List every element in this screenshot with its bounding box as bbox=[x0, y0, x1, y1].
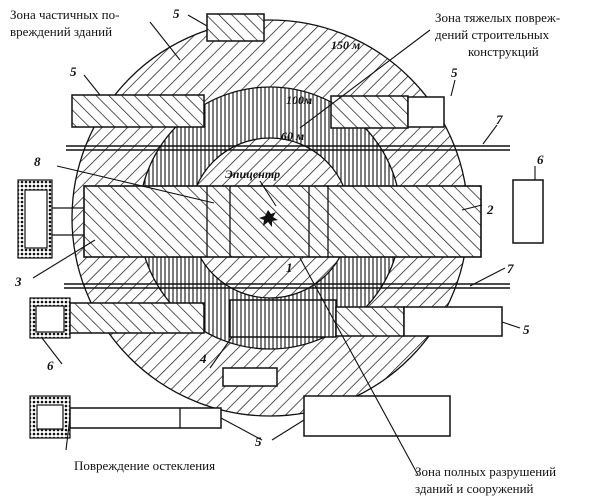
callout-5-lower-right: 5 bbox=[523, 322, 530, 337]
callout-7-lower: 7 bbox=[507, 261, 514, 276]
central-building bbox=[83, 185, 482, 258]
callout-5-upper-right: 5 bbox=[451, 65, 458, 80]
total-zone-caption: Зона полных разрушений зданий и сооружен… bbox=[415, 464, 559, 496]
building-bottom-small bbox=[222, 367, 278, 387]
building-lower-right bbox=[335, 306, 405, 337]
callout-7-upper: 7 bbox=[496, 112, 503, 127]
callout-6-right: 6 bbox=[537, 152, 544, 167]
building-lower-left bbox=[69, 302, 205, 334]
callout-5-bottom: 5 bbox=[255, 434, 262, 449]
epicenter-star-icon bbox=[259, 210, 278, 227]
radius-label-60: 60 м bbox=[281, 129, 304, 143]
radius-label-150: 150 м bbox=[331, 38, 360, 52]
callout-2: 2 bbox=[486, 202, 494, 217]
callout-3: 3 bbox=[14, 274, 22, 289]
epicenter-label: Эпицентр bbox=[225, 167, 280, 181]
building-bottom-right bbox=[303, 395, 451, 437]
building-upper-right bbox=[330, 95, 409, 129]
building-upper-right-ext bbox=[407, 96, 445, 128]
building-lower-center bbox=[229, 299, 337, 338]
leader-lines bbox=[32, 14, 536, 476]
callout-1: 1 bbox=[286, 260, 293, 275]
railway-lower bbox=[64, 283, 510, 289]
callout-8: 8 bbox=[34, 154, 41, 169]
heavy-zone-caption: Зона тяжелых повреж- дений строительных … bbox=[435, 10, 563, 59]
building-top bbox=[206, 13, 265, 42]
building-bottom-left bbox=[69, 407, 222, 429]
callout-6-left: 6 bbox=[47, 358, 54, 373]
building-lower-right-ext bbox=[403, 306, 503, 337]
glass-damage-caption: Повреждение остекления bbox=[74, 458, 215, 473]
callout-5-upper-left: 5 bbox=[70, 64, 77, 79]
building-right-6 bbox=[512, 179, 544, 244]
radius-label-100: 100м bbox=[286, 93, 312, 107]
building-upper-left bbox=[71, 94, 205, 128]
railway-upper bbox=[66, 145, 510, 151]
partial-zone-caption: Зона частичных по- вреждений зданий bbox=[10, 7, 123, 39]
callout-4: 4 bbox=[199, 351, 207, 366]
callout-5-top: 5 bbox=[173, 6, 180, 21]
